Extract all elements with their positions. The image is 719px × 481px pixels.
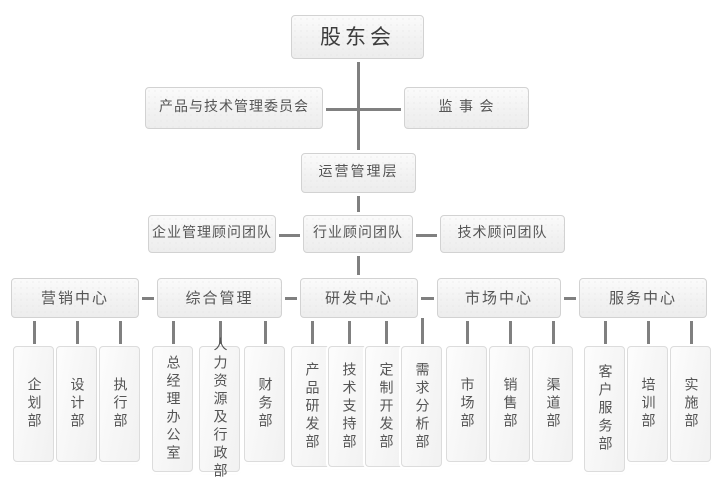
- node-product-tech-committee[interactable]: 产品与技术管理委员会: [145, 87, 323, 129]
- node-shareholders[interactable]: 股东会: [291, 15, 424, 59]
- leaf-label: 企划部: [25, 377, 42, 431]
- connector-operations-to-advisors: [357, 192, 360, 218]
- connector-center-1-2: [138, 297, 158, 300]
- node-center-rnd[interactable]: 研发中心: [300, 278, 418, 318]
- connector-shareholders-to-committee-row: [357, 58, 360, 110]
- connector-committee-row-to-operations: [357, 108, 360, 155]
- connector-stub: [219, 318, 222, 346]
- leaf-label: 客户服务部: [596, 364, 613, 454]
- connector-stub: [385, 318, 388, 346]
- leaf-custom-dev-dept[interactable]: 定制开发部: [365, 346, 406, 467]
- connector-center-2-3: [281, 297, 301, 300]
- connector-stub: [311, 318, 314, 346]
- leaf-finance-dept[interactable]: 财务部: [244, 346, 285, 462]
- leaf-label: 人力资源及行政部: [211, 337, 228, 481]
- leaf-label: 培训部: [639, 377, 656, 431]
- connector-advisors-to-centers: [357, 252, 360, 280]
- leaf-label: 设计部: [68, 377, 85, 431]
- leaf-label: 执行部: [111, 377, 128, 431]
- leaf-label: 定制开发部: [377, 361, 394, 452]
- leaf-product-rnd-dept[interactable]: 产品研发部: [291, 346, 332, 467]
- leaf-label: 销售部: [501, 377, 518, 431]
- leaf-channel-dept[interactable]: 渠道部: [532, 346, 573, 462]
- connector-stub: [604, 318, 607, 346]
- connector-center-4-5: [560, 297, 580, 300]
- node-operations-management[interactable]: 运营管理层: [301, 153, 416, 193]
- node-advisor-enterprise-management[interactable]: 企业管理顾问团队: [148, 215, 276, 253]
- connector-stub: [264, 318, 267, 346]
- leaf-requirements-analysis-dept[interactable]: 需求分析部: [401, 346, 442, 467]
- leaf-design-dept[interactable]: 设计部: [56, 346, 97, 462]
- connector-stub: [172, 318, 175, 346]
- connector-committee-to-supervisory: [323, 108, 408, 111]
- connector-advisor-left: [275, 234, 306, 237]
- leaf-tech-support-dept[interactable]: 技术支持部: [328, 346, 369, 467]
- node-advisor-industry[interactable]: 行业顾问团队: [303, 215, 413, 253]
- leaf-label: 市场部: [458, 377, 475, 431]
- node-supervisory-board[interactable]: 监 事 会: [404, 87, 529, 129]
- leaf-sales-dept[interactable]: 销售部: [489, 346, 530, 462]
- leaf-label: 总经理办公室: [164, 355, 181, 463]
- leaf-market-dept[interactable]: 市场部: [446, 346, 487, 462]
- leaf-label: 实施部: [682, 377, 699, 431]
- leaf-customer-service-dept[interactable]: 客户服务部: [584, 346, 625, 472]
- connector-stub: [647, 318, 650, 346]
- leaf-implementation-dept[interactable]: 实施部: [670, 346, 711, 462]
- node-center-general-management[interactable]: 综合管理: [157, 278, 282, 318]
- connector-stub: [348, 318, 351, 346]
- connector-advisor-right: [411, 234, 442, 237]
- leaf-label: 渠道部: [544, 377, 561, 431]
- connector-center-3-4: [417, 297, 437, 300]
- leaf-gm-office[interactable]: 总经理办公室: [152, 346, 193, 472]
- leaf-training-dept[interactable]: 培训部: [627, 346, 668, 462]
- connector-stub: [466, 318, 469, 346]
- node-center-market[interactable]: 市场中心: [437, 278, 561, 318]
- connector-stub: [33, 318, 36, 346]
- node-center-marketing[interactable]: 营销中心: [11, 278, 139, 318]
- connector-stub: [509, 318, 512, 346]
- node-center-service[interactable]: 服务中心: [579, 278, 707, 318]
- leaf-label: 技术支持部: [340, 361, 357, 452]
- connector-stub: [690, 318, 693, 346]
- leaf-label: 财务部: [256, 377, 273, 431]
- connector-stub: [552, 318, 555, 346]
- leaf-execution-dept[interactable]: 执行部: [99, 346, 140, 462]
- connector-stub: [119, 318, 122, 346]
- leaf-label: 需求分析部: [413, 361, 430, 452]
- leaf-hr-admin-dept[interactable]: 人力资源及行政部: [199, 337, 240, 481]
- node-advisor-technical[interactable]: 技术顾问团队: [440, 215, 565, 253]
- leaf-label: 产品研发部: [303, 361, 320, 452]
- leaf-planning-dept[interactable]: 企划部: [13, 346, 54, 462]
- connector-stub: [421, 318, 424, 346]
- connector-stub: [76, 318, 79, 346]
